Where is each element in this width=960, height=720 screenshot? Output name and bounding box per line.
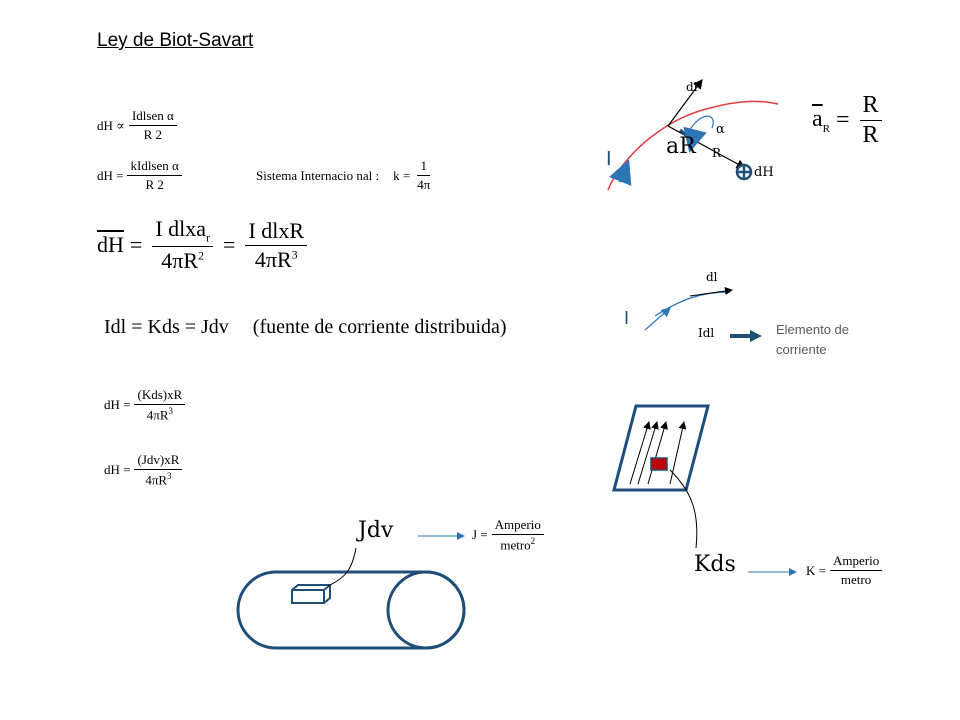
surface-element xyxy=(650,457,668,471)
k-lhs: k = xyxy=(393,167,411,183)
eq2-fraction: kIdlsen α R 2 xyxy=(127,158,182,193)
eq3-fraction-2: I dlxR 4πR3 xyxy=(245,218,308,273)
volume-element-front xyxy=(291,589,325,604)
dl-vector xyxy=(667,79,703,127)
eq3-eq2: = xyxy=(223,232,236,258)
equation-distributed-source: Idl = Kds = Jdv (fuente de corriente dis… xyxy=(104,316,507,339)
k-unit-num: Amperio xyxy=(829,553,883,571)
eq5-lhs: dH = xyxy=(104,397,131,413)
eq6-fraction: (Jdv)xR 4πR3 xyxy=(134,452,183,488)
idl-label: Idl xyxy=(698,326,715,340)
eq3-exp1: 2 xyxy=(198,249,205,264)
surface-sheet xyxy=(612,404,710,492)
ar-unit-arrow-icon xyxy=(679,126,707,153)
alpha-arc xyxy=(689,115,714,131)
k-unit-equation: K = Amperio metro xyxy=(806,553,886,588)
page-title: Ley de Biot-Savart xyxy=(97,30,254,51)
cylinder-body xyxy=(236,570,466,650)
ar-def-sub: R xyxy=(822,122,830,135)
equation-volume-current: dH = (Jdv)xR 4πR3 xyxy=(104,452,186,488)
ar-def-num: R xyxy=(859,92,882,121)
equation-proportional: dH ∝ Idlsen α R 2 xyxy=(97,108,181,143)
eq2-lhs: dH = xyxy=(97,167,124,183)
equation-surface-current: dH = (Kds)xR 4πR3 xyxy=(104,387,189,423)
eq3-den1: 4πR xyxy=(161,248,199,274)
eq4-text-b: (fuente de corriente distribuida) xyxy=(252,316,507,338)
ar-def-lhs: a xyxy=(812,106,823,133)
jdv-label: Jdv xyxy=(358,518,394,543)
current-label: I xyxy=(606,148,612,170)
eq6-lhs: dH = xyxy=(104,462,131,478)
current-element-arrow-icon xyxy=(644,307,671,331)
current-arrow-icon xyxy=(609,159,632,186)
eq3-exp2: 3 xyxy=(291,247,298,262)
k-unit-lhs: K = xyxy=(806,562,826,578)
dl-label: dl xyxy=(686,80,698,94)
eq6-num: (Jdv)xR xyxy=(134,452,183,470)
kds-leader-line xyxy=(669,469,698,549)
eq2-num: kIdlsen α xyxy=(127,158,182,176)
j-unit-exp: 2 xyxy=(530,536,536,546)
eq5-fraction: (Kds)xR 4πR3 xyxy=(134,387,186,423)
k-fraction: 1 4π xyxy=(414,158,433,193)
dl-element-label: dl xyxy=(706,270,718,284)
equation-constant: dH = kIdlsen α R 2 xyxy=(97,158,186,193)
eq3-lhs: dH xyxy=(97,232,124,258)
eq3-num2: I dlxR xyxy=(245,218,308,246)
eq3-eq: = xyxy=(129,232,143,258)
kds-label: Kds xyxy=(694,552,736,577)
j-unit-lhs: J = xyxy=(472,527,488,543)
j-unit-den: metro xyxy=(500,537,531,553)
eq3-num1: I dlxa xyxy=(155,216,207,241)
si-label: Sistema Internacio nal : xyxy=(256,167,380,183)
cylinder-end-face xyxy=(386,570,466,650)
alpha-label: α xyxy=(716,122,725,137)
eq5-den: 4πR xyxy=(146,407,169,423)
eq6-den: 4πR xyxy=(145,472,168,488)
eq3-sub1: r xyxy=(206,230,211,245)
element-arrow-icon xyxy=(730,330,762,342)
eq6-exp: 3 xyxy=(167,471,172,481)
dh-label: dH xyxy=(754,165,774,180)
eq1-lhs: dH ∝ xyxy=(97,117,125,133)
ar-def-eq: = xyxy=(836,107,850,133)
element-caption: Elemento de corriente xyxy=(776,322,849,357)
ar-def-den: R xyxy=(862,122,879,148)
k-unit-fraction: Amperio metro xyxy=(829,553,883,588)
jdv-leader-line xyxy=(327,547,357,587)
j-unit-equation: J = Amperio metro2 xyxy=(472,517,548,553)
current-element-diagram xyxy=(644,287,762,342)
j-unit-num: Amperio xyxy=(491,517,544,535)
k-num: 1 xyxy=(417,158,430,176)
equation-vector-form: dH = I dlxar 4πR2 = I dlxR 4πR3 xyxy=(97,216,311,274)
j-unit-fraction: Amperio metro2 xyxy=(491,517,544,553)
ar-definition: aR = R R xyxy=(812,92,886,149)
eq3-fraction-1: I dlxar 4πR2 xyxy=(152,216,214,274)
eq5-exp: 3 xyxy=(168,406,173,416)
eq2-den: R 2 xyxy=(145,177,164,192)
eq4-text-a: Idl = Kds = Jdv xyxy=(104,316,229,338)
si-constant: Sistema Internacio nal : k = 1 4π xyxy=(256,158,437,193)
ar-label: aR xyxy=(666,134,696,159)
eq1-den: R 2 xyxy=(143,127,163,142)
k-unit-den: metro xyxy=(840,572,872,587)
eq1-num: Idlsen α xyxy=(128,108,177,126)
cylinder-diagram xyxy=(236,532,466,650)
k-den: 4π xyxy=(417,177,431,192)
eq3-den2: 4πR xyxy=(254,246,292,272)
current-element-label: I xyxy=(624,308,630,328)
eq1-fraction: Idlsen α R 2 xyxy=(128,108,177,143)
dl-element-vector xyxy=(689,287,733,297)
surface-current-diagram xyxy=(612,404,797,576)
ar-def-fraction: R R xyxy=(859,92,882,149)
eq5-num: (Kds)xR xyxy=(134,387,186,405)
r-label: R xyxy=(712,146,722,160)
wire-diagram xyxy=(607,79,779,191)
